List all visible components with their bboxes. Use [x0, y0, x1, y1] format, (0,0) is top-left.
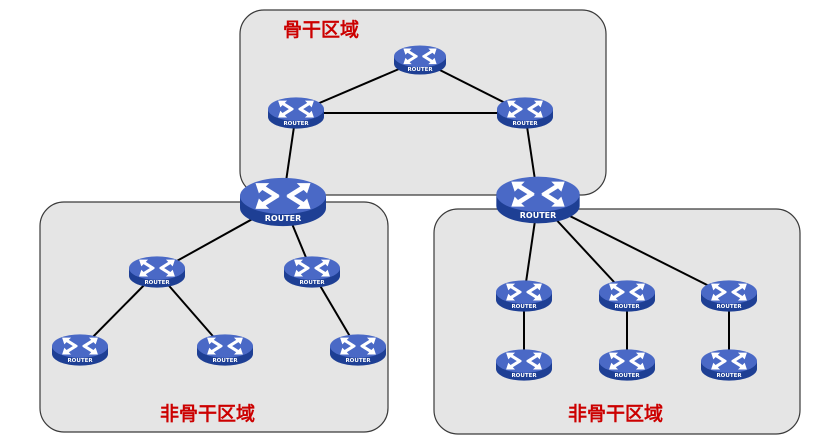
svg-text:ROUTER: ROUTER	[67, 358, 93, 364]
svg-text:ROUTER: ROUTER	[299, 280, 325, 286]
svg-text:ROUTER: ROUTER	[283, 121, 309, 127]
router-icon: ROUTER	[240, 177, 326, 227]
svg-text:ROUTER: ROUTER	[512, 121, 538, 127]
router-icon: ROUTER	[496, 176, 580, 224]
router-icon: ROUTER	[52, 334, 108, 366]
right-area-label: 非骨干区域	[568, 402, 663, 425]
svg-text:ROUTER: ROUTER	[520, 211, 557, 220]
backbone-area-box	[239, 9, 607, 196]
router-icon: ROUTER	[599, 349, 655, 381]
router-icon: ROUTER	[496, 280, 552, 312]
router-icon: ROUTER	[268, 97, 324, 129]
svg-text:ROUTER: ROUTER	[716, 304, 742, 310]
left-area-label: 非骨干区域	[160, 402, 255, 425]
svg-text:ROUTER: ROUTER	[511, 373, 537, 379]
svg-text:ROUTER: ROUTER	[345, 358, 371, 364]
router-icon: ROUTER	[497, 97, 553, 129]
svg-text:ROUTER: ROUTER	[407, 67, 433, 73]
svg-text:ROUTER: ROUTER	[511, 304, 537, 310]
router-icon: ROUTER	[330, 334, 386, 366]
svg-text:ROUTER: ROUTER	[716, 373, 742, 379]
svg-text:ROUTER: ROUTER	[614, 304, 640, 310]
backbone-area-label: 骨干区域	[283, 18, 359, 41]
router-icon: ROUTER	[394, 45, 446, 75]
router-icon: ROUTER	[701, 280, 757, 312]
router-icon: ROUTER	[599, 280, 655, 312]
router-icon: ROUTER	[129, 256, 185, 288]
router-icon: ROUTER	[197, 334, 253, 366]
router-icon: ROUTER	[496, 349, 552, 381]
router-icon: ROUTER	[284, 256, 340, 288]
routers: ROUTER ROUTER ROUTER ROUTER ROUTER ROUTE…	[52, 45, 757, 381]
router-icon: ROUTER	[701, 349, 757, 381]
svg-text:ROUTER: ROUTER	[614, 373, 640, 379]
svg-text:ROUTER: ROUTER	[144, 280, 170, 286]
svg-text:ROUTER: ROUTER	[212, 358, 238, 364]
right-area-box	[433, 208, 801, 435]
area-labels: 骨干区域 非骨干区域 非骨干区域	[160, 18, 663, 425]
svg-text:ROUTER: ROUTER	[265, 214, 302, 223]
left-area-box	[39, 201, 389, 433]
